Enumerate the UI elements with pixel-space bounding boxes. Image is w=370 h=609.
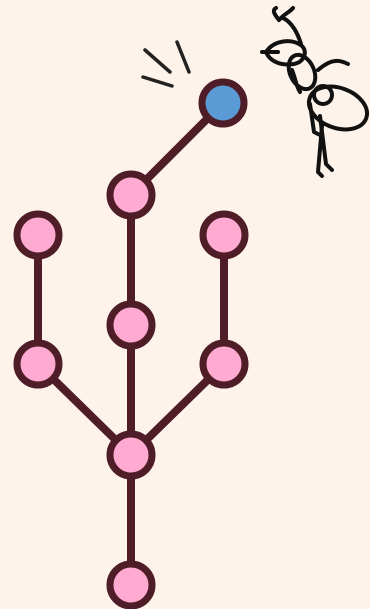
spark-lines-icon xyxy=(141,40,191,88)
ant-doodle-icon xyxy=(260,6,370,178)
tree-node-right-mid xyxy=(199,339,249,389)
tree-node-upper-mid xyxy=(106,170,156,220)
tree-nodes xyxy=(13,78,249,609)
tree-node-left-top xyxy=(13,210,63,260)
tree-node-right-top xyxy=(199,210,249,260)
tree-node-hub xyxy=(106,430,156,480)
tree-node-left-mid xyxy=(13,339,63,389)
tree-node-bottom xyxy=(106,560,156,609)
tree-node-middle xyxy=(106,300,156,350)
tree-node-top xyxy=(198,78,248,128)
